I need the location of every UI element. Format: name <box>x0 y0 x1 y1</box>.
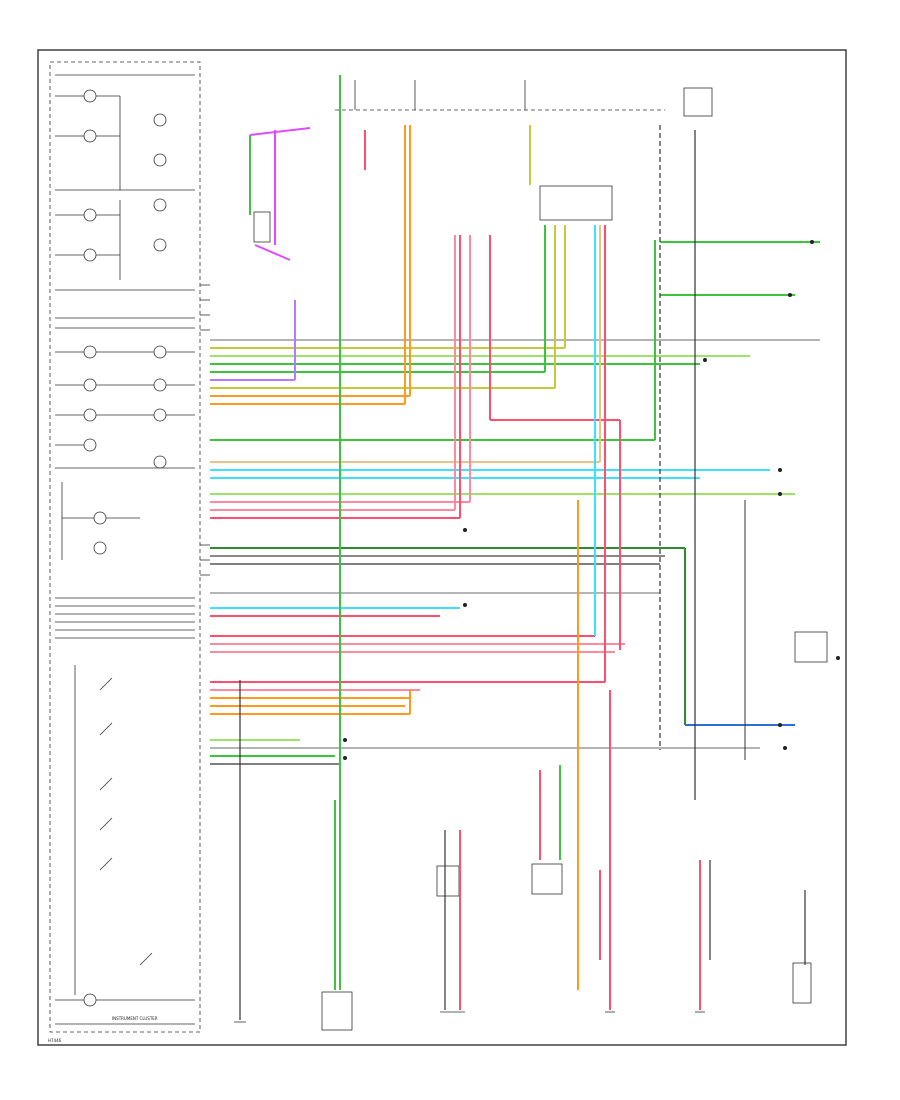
instrument-cluster-enclosure <box>49 61 201 1033</box>
illumination-lamp-8 <box>153 455 167 469</box>
turn-left-lamp <box>83 129 97 143</box>
warning-lamp-2 <box>93 541 107 555</box>
instrument-cluster-label: INSTRUMENT CLUSTER <box>112 1016 158 1021</box>
illumination-lamp-6 <box>153 408 167 422</box>
bottom-relay-1 <box>436 865 460 897</box>
cluster-connector <box>200 284 210 576</box>
cluster-gauges <box>99 677 153 966</box>
warning-lamp-1 <box>93 511 107 525</box>
module-connector-top <box>539 185 613 221</box>
cluster-lamps <box>83 89 167 1007</box>
illumination-lamp-3 <box>83 378 97 392</box>
harness-wires <box>210 241 820 765</box>
illumination-lamp-2 <box>153 345 167 359</box>
cluster-internal-wiring <box>55 74 195 1025</box>
seatbelt-lamp <box>153 238 167 252</box>
sender-unit <box>253 211 271 243</box>
warning-lamp-3 <box>83 993 97 1007</box>
fuel-lamp <box>153 153 167 167</box>
vertical-wires <box>239 75 806 1020</box>
ground-points <box>234 1011 705 1023</box>
illumination-lamp-7 <box>83 438 97 452</box>
illumination-lamp-1 <box>83 345 97 359</box>
right-sensor-box <box>792 962 812 1004</box>
four-wd-lamp <box>83 248 97 262</box>
bottom-switch-box <box>321 991 353 1031</box>
high-beam-lamp <box>83 89 97 103</box>
diagram-border <box>37 49 847 1046</box>
illumination-lamp-5 <box>83 408 97 422</box>
footer-code: H7446 <box>48 1038 62 1043</box>
right-switch-box <box>794 631 828 663</box>
flasher-relay <box>683 87 713 117</box>
illumination-lamp-4 <box>153 378 167 392</box>
fuse-panel <box>253 80 828 1031</box>
brake-lamp <box>153 198 167 212</box>
check-engine-lamp <box>83 208 97 222</box>
turn-right-lamp <box>153 113 167 127</box>
splice-points <box>343 240 840 760</box>
bottom-relay-2 <box>531 863 563 895</box>
